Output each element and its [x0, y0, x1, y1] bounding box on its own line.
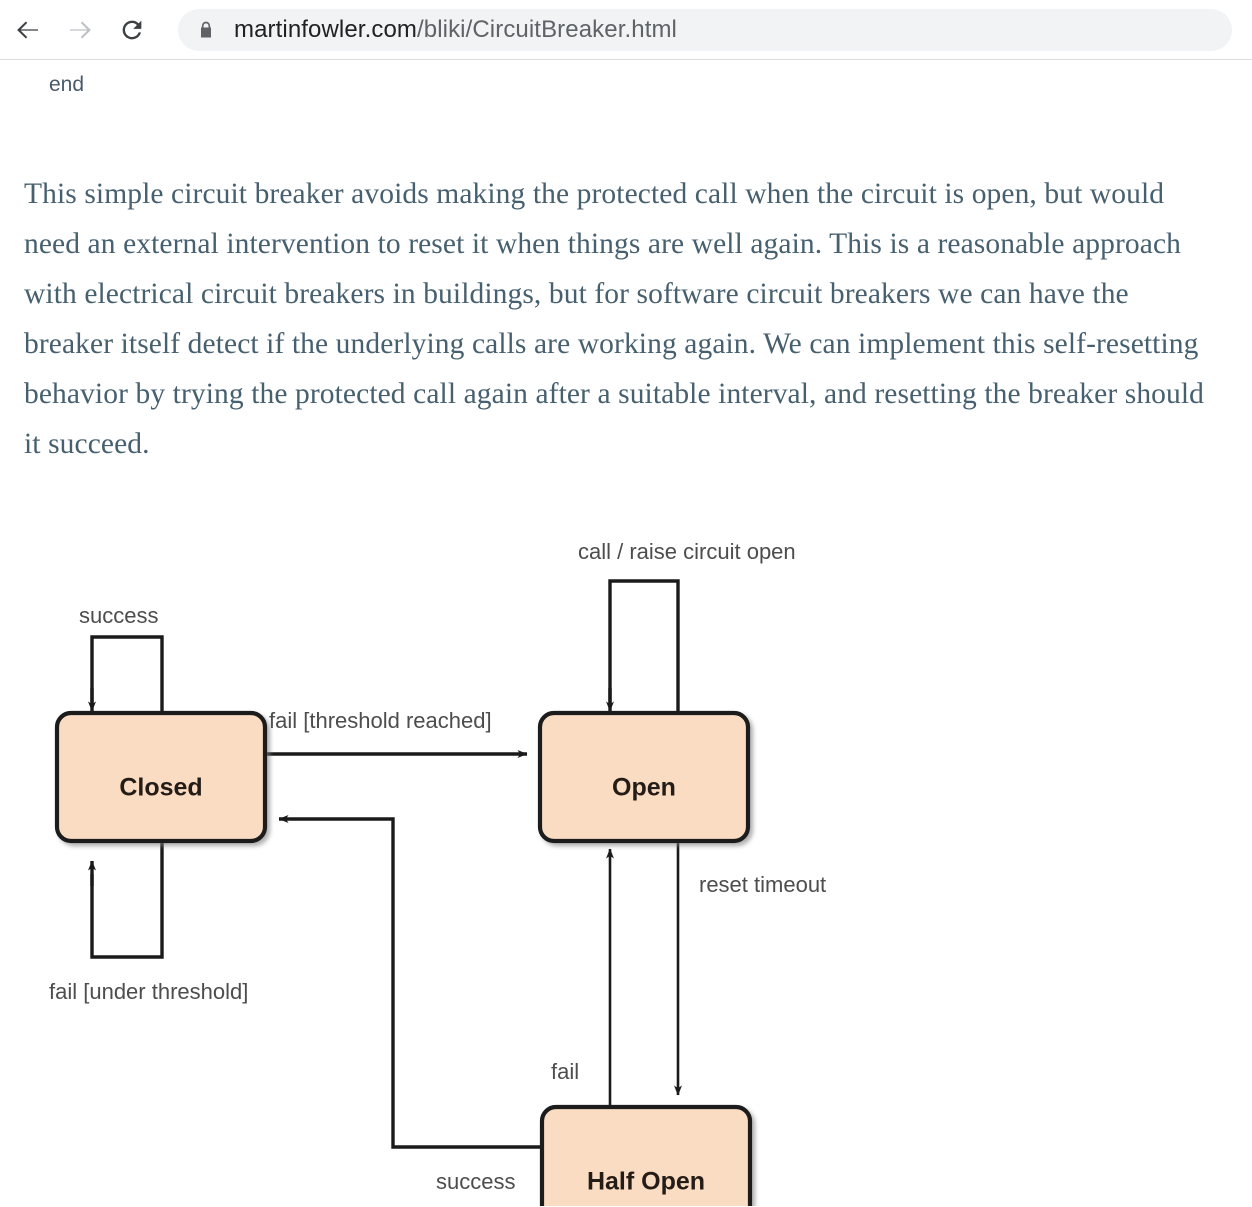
page-content: end This simple circuit breaker avoids m… [0, 61, 1252, 1207]
edge-closed-success [88, 635, 164, 713]
url-text: martinfowler.com/bliki/CircuitBreaker.ht… [234, 16, 677, 44]
state-node-half-open-label: Half Open [587, 1168, 705, 1196]
url-path: /bliki/CircuitBreaker.html [416, 15, 677, 43]
arrow-right-icon [70, 21, 91, 38]
diagram-edge-labels: success fail [threshold reached] fail [u… [49, 539, 826, 1194]
diagram-edges [88, 579, 682, 1149]
state-node-closed[interactable]: Closed [54, 710, 268, 844]
edge-label-fail: fail [551, 1059, 579, 1084]
state-node-open-label: Open [612, 774, 676, 802]
state-node-half-open-box[interactable] [539, 1104, 753, 1206]
state-node-open[interactable]: Open [537, 710, 751, 844]
circuit-breaker-state-diagram: success fail [threshold reached] fail [u… [0, 456, 1252, 1206]
edge-label-fail-under-threshold: fail [under threshold] [49, 979, 248, 1004]
back-button[interactable] [4, 6, 52, 54]
edge-label-success-closed: success [79, 603, 158, 628]
address-bar[interactable]: martinfowler.com/bliki/CircuitBreaker.ht… [178, 8, 1232, 51]
reload-button[interactable] [108, 6, 156, 54]
edge-open-self [606, 579, 680, 713]
body-paragraph: This simple circuit breaker avoids makin… [24, 177, 1205, 460]
browser-toolbar: martinfowler.com/bliki/CircuitBreaker.ht… [0, 0, 1252, 60]
edge-half-open-to-closed [278, 815, 542, 1149]
state-node-half-open[interactable]: Half Open [539, 1104, 753, 1206]
state-node-closed-box[interactable] [54, 710, 268, 844]
arrow-left-icon [17, 21, 38, 38]
state-node-open-box[interactable] [537, 710, 751, 844]
edge-label-fail-threshold: fail [threshold reached] [269, 708, 492, 733]
edge-label-call-raise: call / raise circuit open [578, 539, 796, 564]
edge-label-success-half-open: success [436, 1169, 515, 1194]
lock-icon [196, 19, 216, 41]
code-block-tail: end [49, 73, 85, 96]
diagram-nodes: Closed Open Half Open [54, 710, 753, 1206]
edge-label-reset-timeout: reset timeout [699, 872, 826, 897]
state-node-closed-label: Closed [119, 774, 202, 802]
reload-icon [122, 20, 142, 39]
edge-closed-fail [88, 841, 164, 959]
forward-button [56, 6, 104, 54]
url-host: martinfowler.com [234, 15, 417, 43]
